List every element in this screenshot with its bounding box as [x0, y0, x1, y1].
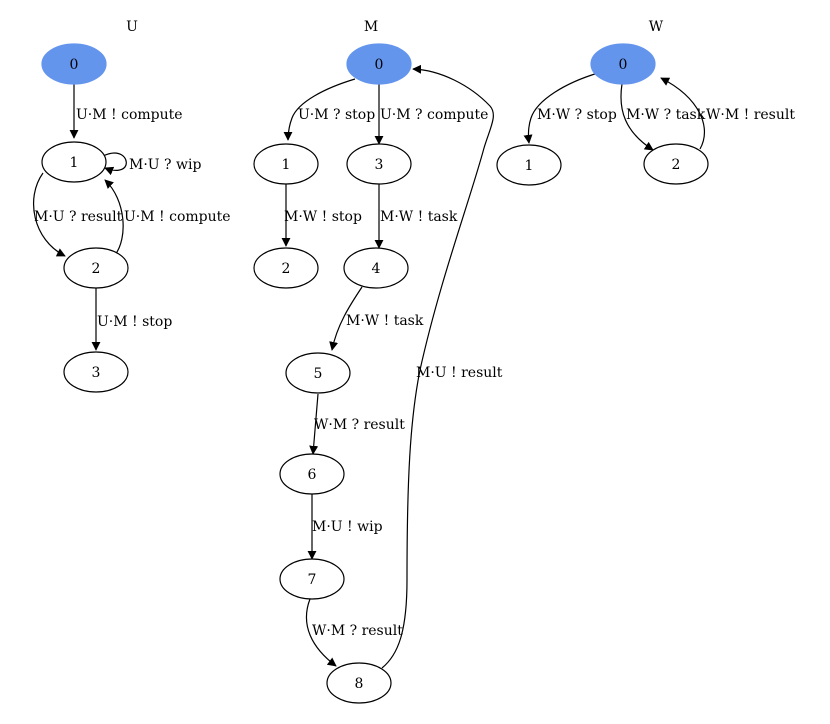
edge-m-0-1	[283, 78, 356, 141]
state-w-1: 1	[496, 144, 562, 186]
state-m-6-label: 6	[308, 467, 317, 483]
state-w-1-ellipse	[496, 144, 562, 186]
state-u-3-label: 3	[92, 365, 101, 381]
state-u-1: 1	[41, 141, 107, 183]
state-u-0-label: 0	[70, 57, 79, 73]
state-m-0-label: 0	[375, 57, 384, 73]
machine-w-title: W	[649, 19, 664, 35]
edge-label-m-4-5: M·W ! task	[346, 313, 424, 329]
edge-w-0-1	[523, 72, 599, 144]
state-m-6: 6	[279, 453, 345, 495]
state-w-2: 2	[643, 143, 709, 185]
state-w-0-label: 0	[619, 57, 628, 73]
edge-m-8-0	[381, 64, 494, 669]
state-m-4: 4	[343, 247, 409, 289]
edge-u-2-1	[104, 179, 124, 256]
edge-label-m-8-0: M·U ! result	[416, 365, 503, 381]
machine-m: M U·M ? stop U·M ? compute M·W ! stop M·…	[253, 19, 503, 704]
state-w-1-label: 1	[525, 158, 534, 174]
edge-label-w-2-0: W·M ! result	[706, 107, 795, 123]
state-u-1-label: 1	[70, 155, 79, 171]
state-m-6-ellipse	[279, 453, 345, 495]
state-m-7: 7	[279, 558, 345, 600]
state-m-0: 0	[346, 43, 412, 85]
state-m-5-ellipse	[285, 352, 351, 394]
edge-w-2-0	[660, 77, 706, 150]
edge-label-w-0-2: M·W ? task	[626, 107, 706, 123]
state-m-4-ellipse	[343, 247, 409, 289]
state-m-3-label: 3	[375, 157, 384, 173]
state-m-7-ellipse	[279, 558, 345, 600]
state-w-2-label: 2	[672, 157, 681, 173]
edge-label-m-1-2: M·W ! stop	[284, 209, 362, 225]
edge-label-m-0-3: U·M ? compute	[380, 107, 488, 123]
machine-m-title: M	[364, 19, 378, 35]
state-m-3: 3	[346, 143, 412, 185]
state-w-0-ellipse	[590, 43, 656, 85]
edge-label-m-6-7: M·U ! wip	[312, 519, 383, 535]
state-m-3-ellipse	[346, 143, 412, 185]
state-m-2: 2	[253, 247, 319, 289]
state-u-2-label: 2	[92, 261, 101, 277]
edge-label-m-0-1: U·M ? stop	[298, 107, 375, 123]
state-m-1: 1	[253, 143, 319, 185]
state-w-0: 0	[590, 43, 656, 85]
edge-label-u-2-1: U·M ! compute	[124, 209, 231, 225]
edge-label-u-0-1: U·M ! compute	[76, 107, 183, 123]
state-u-3-ellipse	[63, 351, 129, 393]
state-m-8-label: 8	[355, 676, 364, 692]
state-m-1-ellipse	[253, 143, 319, 185]
edge-label-m-5-6: W·M ? result	[314, 417, 405, 433]
machine-u: U U·M ! compute M·U ? wip M·U ? result U…	[32, 19, 231, 393]
edge-m-4-5	[329, 286, 363, 351]
state-m-5: 5	[285, 352, 351, 394]
state-u-0: 0	[41, 43, 107, 85]
state-u-1-ellipse	[41, 141, 107, 183]
state-m-8: 8	[326, 662, 392, 704]
edge-label-u-1-1: M·U ? wip	[129, 157, 201, 173]
state-u-2-ellipse	[63, 247, 129, 289]
state-m-1-label: 1	[282, 157, 291, 173]
state-u-0-ellipse	[41, 43, 107, 85]
state-m-2-label: 2	[282, 261, 291, 277]
state-m-4-label: 4	[372, 261, 381, 277]
edge-m-7-8	[305, 598, 337, 667]
edge-u-1-2	[32, 172, 66, 257]
state-m-2-ellipse	[253, 247, 319, 289]
state-w-2-ellipse	[643, 143, 709, 185]
machine-u-title: U	[126, 19, 138, 35]
state-m-8-ellipse	[326, 662, 392, 704]
state-u-3: 3	[63, 351, 129, 393]
edge-label-w-0-1: M·W ? stop	[537, 107, 617, 123]
edge-label-u-2-3: U·M ! stop	[97, 314, 172, 330]
edge-label-m-3-4: M·W ! task	[380, 209, 458, 225]
state-m-0-ellipse	[346, 43, 412, 85]
state-u-2: 2	[63, 247, 129, 289]
state-m-7-label: 7	[308, 572, 317, 588]
state-m-5-label: 5	[314, 366, 323, 382]
edge-w-0-2	[620, 83, 654, 151]
machine-w: W M·W ? stop M·W ? task W·M ! result 0 1…	[496, 19, 795, 186]
edge-label-m-7-8: W·M ? result	[312, 623, 403, 639]
edge-u-1-1	[102, 152, 127, 176]
edge-m-5-6	[309, 393, 319, 455]
edge-label-u-1-2: M·U ? result	[34, 209, 123, 225]
